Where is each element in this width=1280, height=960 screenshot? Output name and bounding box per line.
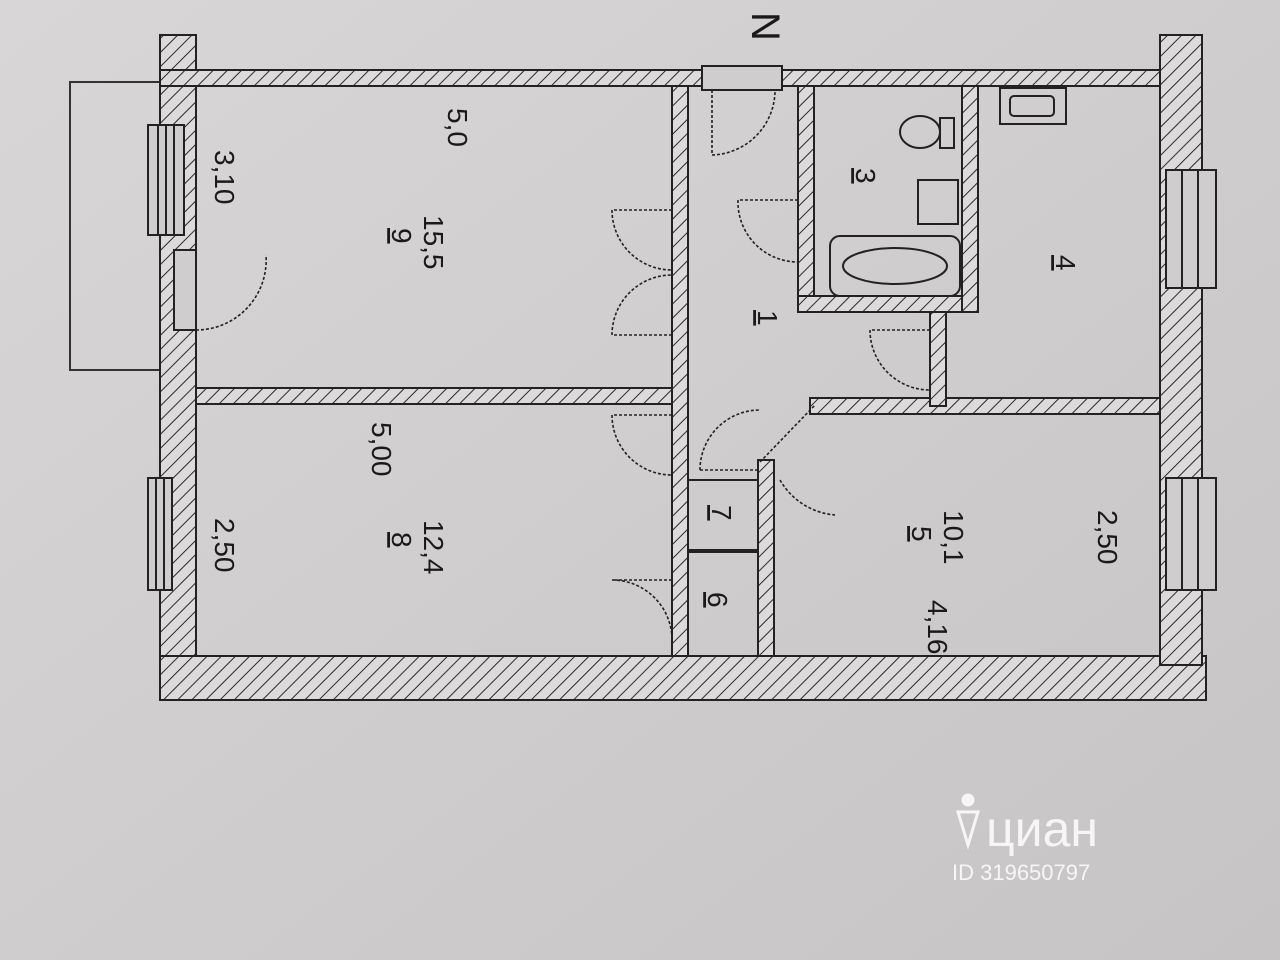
door-room8-b bbox=[611, 579, 673, 641]
watermark-logo-icon bbox=[955, 793, 981, 851]
windows-left bbox=[147, 124, 197, 591]
room-5-area: 10,1 bbox=[938, 510, 969, 565]
door-room9-b bbox=[611, 274, 673, 336]
door-room9-a bbox=[611, 209, 673, 271]
closets bbox=[687, 479, 759, 657]
wall-room4-left bbox=[929, 311, 947, 407]
room-8-number: 8 bbox=[386, 532, 417, 548]
wall-top bbox=[159, 69, 1201, 87]
room-5-number: 5 bbox=[906, 526, 937, 542]
room-1-number: 1 bbox=[752, 310, 783, 326]
balcony-door-opening bbox=[173, 249, 197, 331]
room-9-number: 9 bbox=[386, 228, 417, 244]
room-9-area: 15,5 bbox=[418, 215, 449, 270]
window-room4 bbox=[1165, 169, 1217, 289]
compass-label: N bbox=[743, 12, 787, 41]
wall-bath-right bbox=[961, 85, 979, 313]
watermark-id: ID 319650797 bbox=[952, 860, 1090, 885]
closet-7-frame bbox=[687, 479, 759, 551]
window-room8 bbox=[147, 477, 173, 591]
room-9-length: 5,0 bbox=[442, 108, 473, 147]
wall-bath-bottom bbox=[797, 295, 979, 313]
sink bbox=[917, 179, 959, 225]
toilet-tank bbox=[939, 117, 955, 149]
door-room5 bbox=[759, 404, 836, 516]
room-6-number: 6 bbox=[702, 592, 733, 608]
room-8-area: 12,4 bbox=[418, 520, 449, 575]
door-closet7 bbox=[699, 409, 761, 471]
room-8-length: 5,00 bbox=[366, 422, 397, 477]
watermark-brand: циан bbox=[986, 801, 1098, 857]
door-swings bbox=[195, 90, 931, 641]
room-labels: 9 15,5 5,0 3,10 8 12,4 5,00 2,50 1 3 4 7… bbox=[209, 108, 1123, 655]
bathtub bbox=[829, 235, 961, 297]
room-7-number: 7 bbox=[706, 505, 737, 521]
window-room5 bbox=[1165, 477, 1217, 591]
bathroom-fixtures bbox=[829, 115, 961, 297]
closet-6-frame bbox=[687, 551, 759, 657]
wall-room5-left bbox=[757, 459, 775, 657]
kitchen-sink bbox=[999, 87, 1067, 125]
door-bathroom bbox=[737, 199, 799, 263]
interior-walls bbox=[195, 85, 1161, 657]
wall-room4-room5 bbox=[809, 397, 1161, 415]
room-3-number: 3 bbox=[850, 168, 881, 184]
entrance-opening bbox=[701, 65, 783, 91]
room-4-number: 4 bbox=[1050, 255, 1081, 271]
room-5-length: 4,16 bbox=[922, 600, 953, 655]
wall-room9-room8 bbox=[195, 387, 687, 405]
bathtub-basin bbox=[842, 247, 948, 285]
door-room8-a bbox=[611, 414, 673, 476]
wall-bottom bbox=[159, 655, 1207, 701]
windows-right bbox=[1165, 169, 1217, 591]
kitchen-fixtures bbox=[999, 87, 1067, 125]
watermark: циан ID 319650797 bbox=[952, 793, 1098, 885]
room-5-width: 2,50 bbox=[1092, 510, 1123, 565]
wall-bath-left bbox=[797, 85, 815, 311]
door-entrance bbox=[711, 90, 776, 156]
kitchen-sink-basin bbox=[1009, 95, 1055, 117]
door-room4 bbox=[869, 329, 931, 391]
room-9-width: 3,10 bbox=[209, 150, 240, 205]
room-8-width: 2,50 bbox=[209, 518, 240, 573]
wall-corridor-left bbox=[671, 85, 689, 657]
